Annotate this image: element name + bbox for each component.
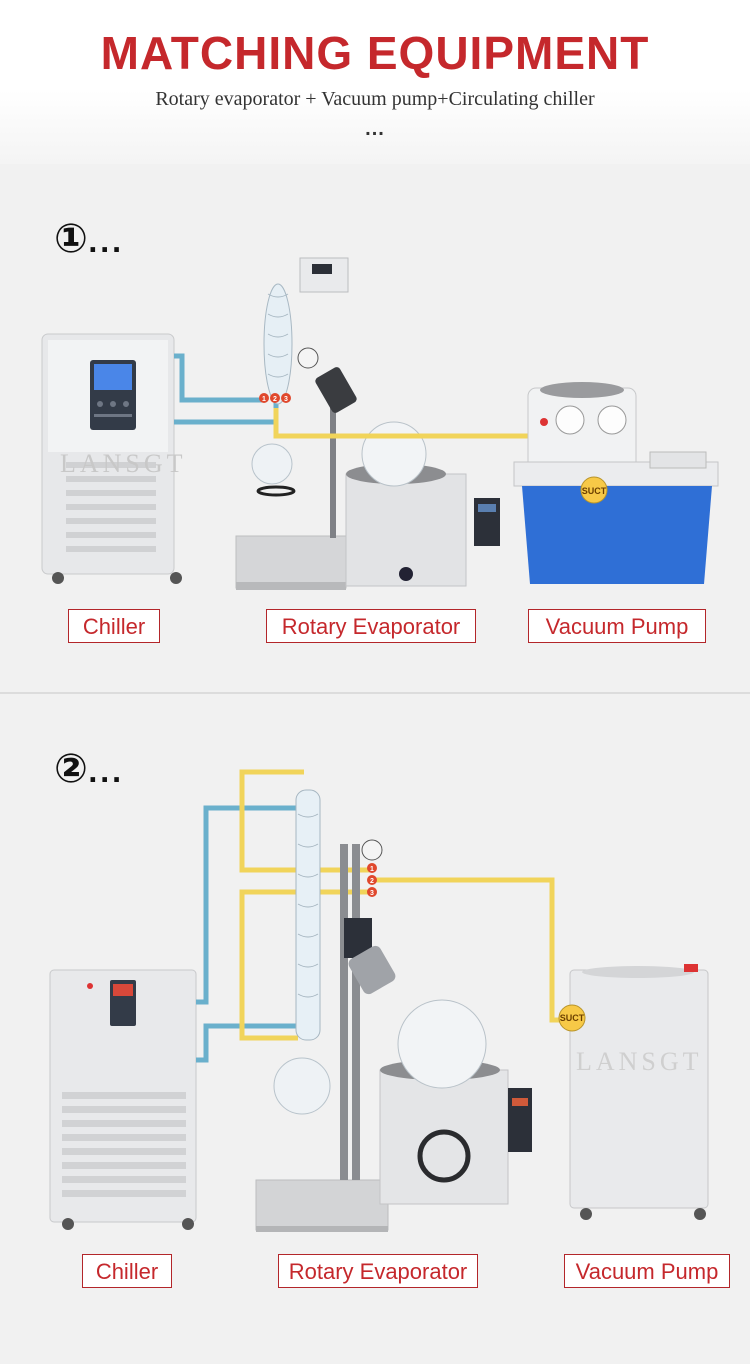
setup-2-ellipsis: ... <box>87 759 124 789</box>
port-number-1-2: 2 <box>273 396 277 403</box>
chiller-unit-1 <box>41 333 182 584</box>
chiller-label-2: Chiller <box>82 1254 172 1288</box>
pump-label-1: Vacuum Pump <box>528 609 706 643</box>
page-subtitle: Rotary evaporator + Vacuum pump+Circulat… <box>155 88 595 110</box>
port-number-1-3: 3 <box>284 396 288 403</box>
subtitle-ellipsis: ... <box>365 118 385 140</box>
chiller-label-1: Chiller <box>68 609 160 643</box>
rotary-evaporator-2 <box>255 789 532 1232</box>
suct-label-2: SUCT <box>560 1013 585 1023</box>
suct-label-1: SUCT <box>582 486 607 496</box>
vacuum-pipes-2 <box>239 769 568 1041</box>
setup-2-illustration: 1 2 3 SUCT LANSGT <box>49 769 709 1232</box>
vacuum-pump-2 <box>558 964 709 1220</box>
watermark-2: LANSGT <box>576 1047 703 1076</box>
setup-2-section: ②... <box>0 694 750 1364</box>
setup-2-number: ②... <box>54 746 124 792</box>
watermark-1: LANSGT <box>60 449 187 478</box>
evaporator-label-1: Rotary Evaporator <box>266 609 476 643</box>
header-banner: MATCHING EQUIPMENT Rotary evaporator + V… <box>0 0 750 164</box>
coolant-pipes-2 <box>196 805 298 1063</box>
setup-1-number: ①... <box>54 216 124 262</box>
port-markers-2: 1 2 3 <box>367 863 377 897</box>
evaporator-label-2: Rotary Evaporator <box>278 1254 478 1288</box>
section-divider <box>0 692 750 694</box>
setup-1-ellipsis: ... <box>87 229 124 259</box>
port-number-2-1: 1 <box>370 866 374 873</box>
port-number-2-2: 2 <box>370 878 374 885</box>
page-title: MATCHING EQUIPMENT <box>100 27 650 79</box>
port-number-2-3: 3 <box>370 890 374 897</box>
chiller-unit-2 <box>49 969 197 1230</box>
vacuum-pump-1 <box>513 382 719 584</box>
coolant-pipes-1 <box>174 353 279 425</box>
setup-1-section: ①... <box>0 164 750 692</box>
port-number-1-1: 1 <box>262 396 266 403</box>
pump-label-2: Vacuum Pump <box>564 1254 730 1288</box>
rotary-evaporator-1 <box>235 257 500 590</box>
